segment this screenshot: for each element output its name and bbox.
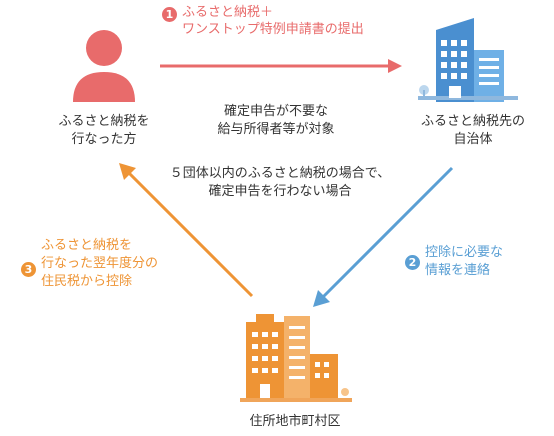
step3-label-line2: 行なった翌年度分の — [41, 256, 159, 271]
step1-number-badge: 1 — [162, 7, 177, 22]
step2-label-line1: 控除に必要な — [425, 245, 504, 260]
step1-label-line2: ワンストップ特例申請書の提出 — [182, 22, 364, 37]
arrow-submission — [160, 59, 402, 73]
city-buildings-icon — [240, 314, 352, 402]
step3-label-line3: 住民税から控除 — [41, 274, 133, 289]
arrow-deduction — [119, 163, 254, 298]
step3-number-badge: 3 — [21, 262, 36, 277]
note-line2: 確定申告を行わない場合 — [208, 184, 352, 199]
step1-label-line1: ふるさと納税＋ — [182, 5, 274, 20]
note-line1: ５団体以内のふるさと納税の場合で、 — [169, 166, 391, 181]
condition-line2: 給与所得者等が対象 — [217, 122, 335, 137]
person-icon — [73, 30, 135, 102]
building-icon — [418, 18, 518, 102]
step3-label-line1: ふるさと納税を — [41, 238, 133, 253]
donor-label-line1: ふるさと納税を — [58, 114, 150, 129]
donor-label-line2: 行なった方 — [71, 132, 137, 147]
recipient-label-line2: 自治体 — [453, 132, 493, 147]
step2-number-badge: 2 — [405, 255, 420, 270]
municipality-label: 住所地市町村区 — [249, 414, 341, 429]
step2-label-line2: 情報を連絡 — [425, 263, 491, 278]
arrow-notify — [313, 166, 454, 307]
condition-line1: 確定申告が不要な — [223, 104, 328, 119]
recipient-label-line1: ふるさと納税先の — [420, 114, 525, 129]
